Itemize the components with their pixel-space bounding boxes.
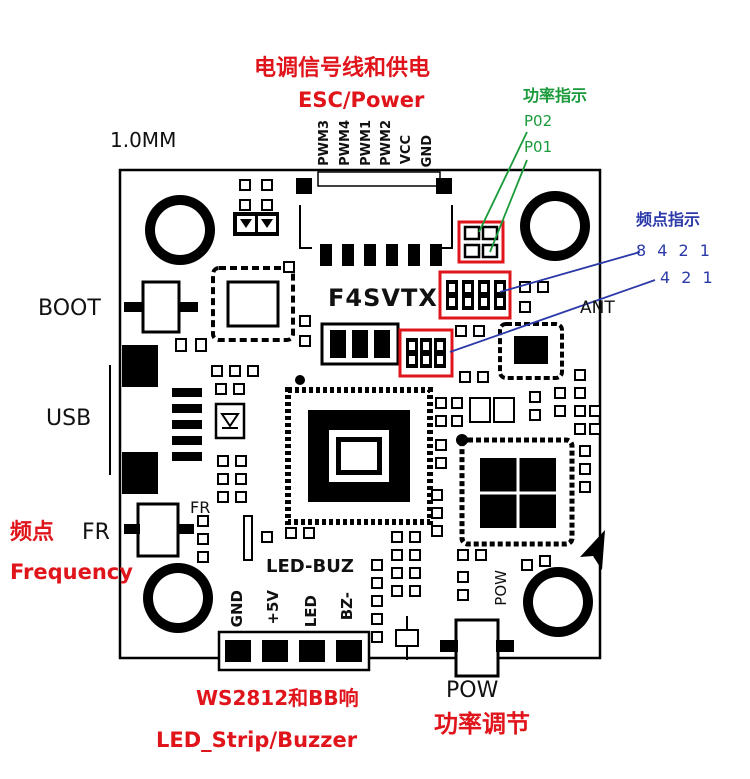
esc-pin-4: PWM2: [379, 120, 394, 166]
leader-freq-row2: [449, 279, 656, 353]
esc-pin-6: GND: [420, 135, 435, 168]
freq-indicator-row1: 8 4 2 1: [636, 241, 713, 260]
usb-pads: [122, 345, 202, 494]
power-indicator-pads: [457, 220, 505, 264]
antenna-chip: [498, 322, 564, 380]
led-buz-caption-en: LED_Strip/Buzzer: [156, 728, 358, 752]
mounting-hole-top-left: [145, 195, 215, 265]
esc-title-en: ESC/Power: [298, 88, 425, 112]
passive-array-bottom: [261, 527, 487, 643]
power-indicator-p02: P02: [524, 112, 553, 130]
leader-p02: [478, 131, 528, 233]
esc-title-cn: 电调信号线和供电: [254, 56, 431, 81]
diode-pair: [233, 212, 279, 236]
esc-pin-5: VCC: [399, 135, 414, 165]
leader-p01: [489, 159, 528, 253]
led-buz-pin-gnd: GND: [228, 590, 246, 628]
pow-button-part: [440, 618, 514, 678]
mcu-chip: [285, 375, 433, 525]
small-diode: [214, 402, 246, 440]
passive-array-right: [529, 369, 601, 493]
esc-connector: [296, 171, 453, 266]
bottom-small-part: [395, 616, 419, 660]
boot-button-part: [124, 280, 198, 334]
direction-arrow: [580, 530, 605, 570]
led-buz-pin-bz: BZ-: [338, 592, 356, 621]
led-buz-caption-cn: WS2812和BB响: [196, 686, 359, 710]
frequency-indicator-pads-2: [398, 328, 454, 378]
esc-pin-2: PWM4: [338, 120, 353, 166]
pow-label: POW: [446, 678, 499, 703]
dashed-chip: [211, 261, 295, 342]
passive-array-mid: [431, 371, 551, 571]
resistor-block: [320, 322, 400, 366]
frequency-label-en: Frequency: [10, 560, 133, 584]
vtx-chip: [456, 434, 575, 547]
freq-indicator-row2: 4 2 1: [660, 268, 716, 287]
boot-label: BOOT: [38, 296, 101, 321]
led-buz-header: [217, 630, 371, 672]
board-name: F4SVTX: [328, 284, 438, 312]
mounting-hole-top-right: [520, 191, 590, 261]
frequency-label-fr: FR: [82, 520, 110, 545]
ant-label: ANT: [580, 298, 615, 318]
power-indicator-p01: P01: [524, 138, 553, 156]
frequency-label-cn: 频点: [10, 520, 55, 545]
pow-silk-label: POW: [492, 570, 510, 606]
esc-pin-1: PWM3: [317, 120, 332, 166]
esc-pin-3: PWM1: [359, 120, 374, 166]
led-buz-pin-5v: +5V: [264, 590, 282, 625]
led-buz-title: LED-BUZ: [266, 556, 354, 577]
pow-caption-cn: 功率调节: [434, 710, 530, 738]
usb-label: USB: [46, 406, 92, 431]
led-buz-pin-led: LED: [302, 595, 320, 628]
frequency-indicator-pads: [438, 270, 512, 320]
freq-indicator-title: 频点指示: [636, 210, 701, 229]
mounting-hole-bottom-right: [523, 567, 593, 637]
fr-silk-label: FR: [190, 498, 211, 517]
fr-button-part: [124, 502, 209, 563]
power-indicator-title: 功率指示: [523, 86, 588, 105]
thickness-label: 1.0MM: [110, 128, 177, 152]
leader-freq-row1: [499, 251, 641, 293]
mounting-hole-bottom-left: [143, 563, 213, 633]
